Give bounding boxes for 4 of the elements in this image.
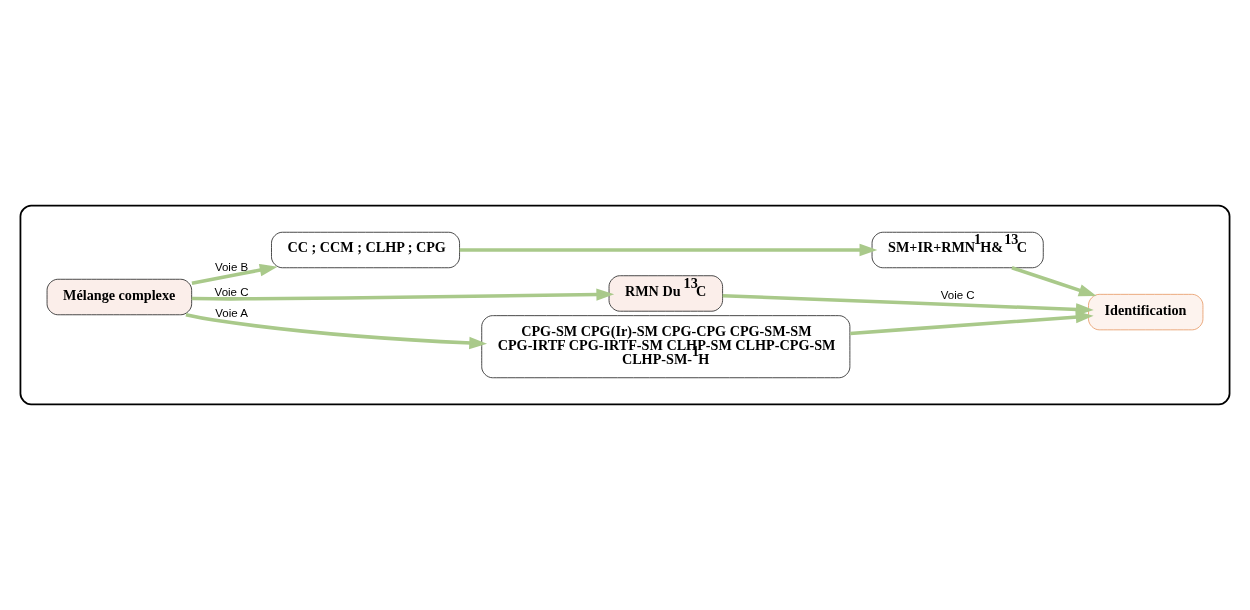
edge-label: Voie C [940, 289, 975, 302]
edge-label: Voie C [214, 285, 249, 298]
edge-label: Voie A [215, 306, 248, 319]
edge-label: Voie B [214, 260, 249, 273]
